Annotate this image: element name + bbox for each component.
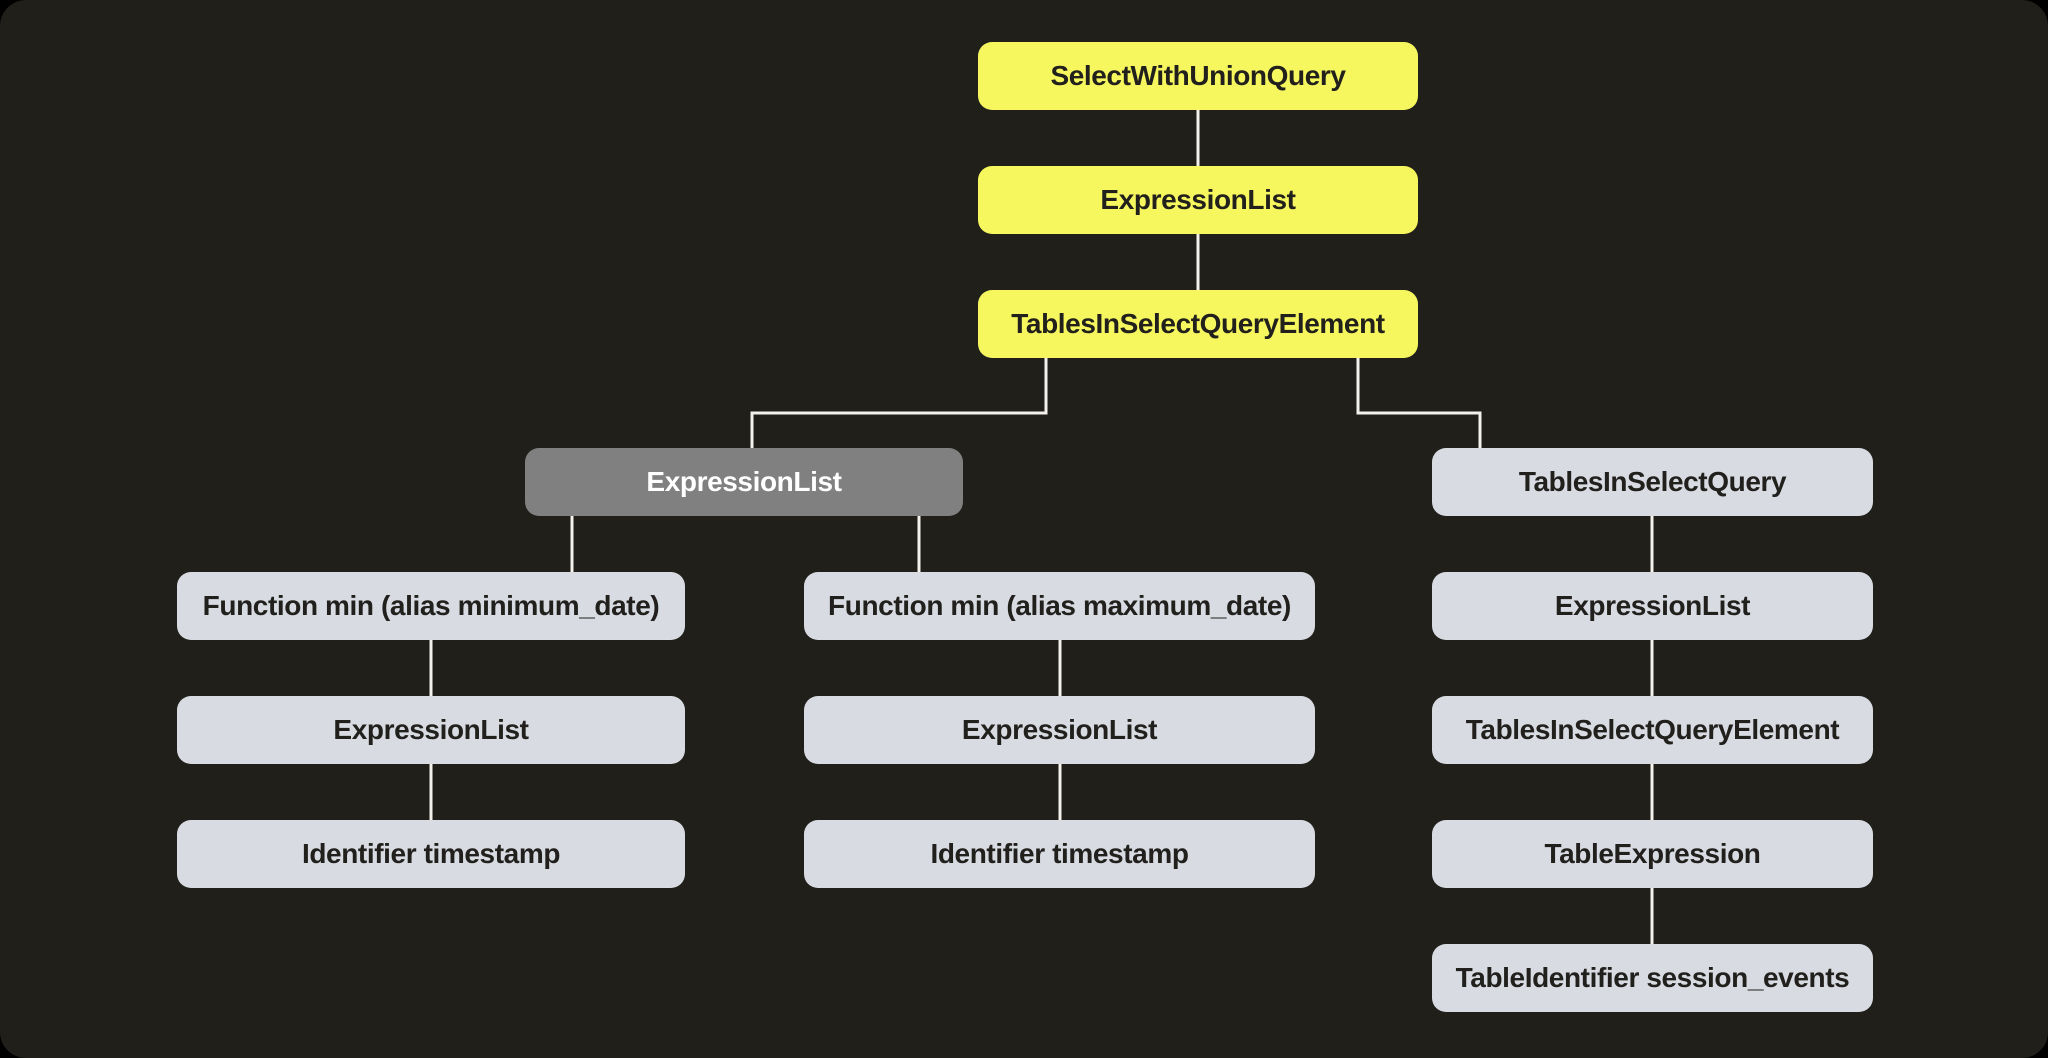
node-tables-in-select-query-element-top[interactable]: TablesInSelectQueryElement bbox=[978, 290, 1418, 358]
edge-2-4 bbox=[1356, 358, 1482, 448]
node-expression-list-middle[interactable]: ExpressionList bbox=[804, 696, 1315, 764]
node-tables-in-select-query-element-right[interactable]: TablesInSelectQueryElement bbox=[1432, 696, 1873, 764]
node-expression-list-selected[interactable]: ExpressionList bbox=[525, 448, 963, 516]
node-identifier-timestamp-left[interactable]: Identifier timestamp bbox=[177, 820, 685, 888]
node-expression-list-right[interactable]: ExpressionList bbox=[1432, 572, 1873, 640]
node-function-min-maximum-date[interactable]: Function min (alias maximum_date) bbox=[804, 572, 1315, 640]
node-identifier-timestamp-middle[interactable]: Identifier timestamp bbox=[804, 820, 1315, 888]
node-select-with-union-query[interactable]: SelectWithUnionQuery bbox=[978, 42, 1418, 110]
node-table-identifier-session-events[interactable]: TableIdentifier session_events bbox=[1432, 944, 1873, 1012]
node-function-min-minimum-date[interactable]: Function min (alias minimum_date) bbox=[177, 572, 685, 640]
node-expression-list-top[interactable]: ExpressionList bbox=[978, 166, 1418, 234]
node-table-expression[interactable]: TableExpression bbox=[1432, 820, 1873, 888]
edge-2-3 bbox=[750, 358, 1048, 448]
node-tables-in-select-query[interactable]: TablesInSelectQuery bbox=[1432, 448, 1873, 516]
node-expression-list-left[interactable]: ExpressionList bbox=[177, 696, 685, 764]
